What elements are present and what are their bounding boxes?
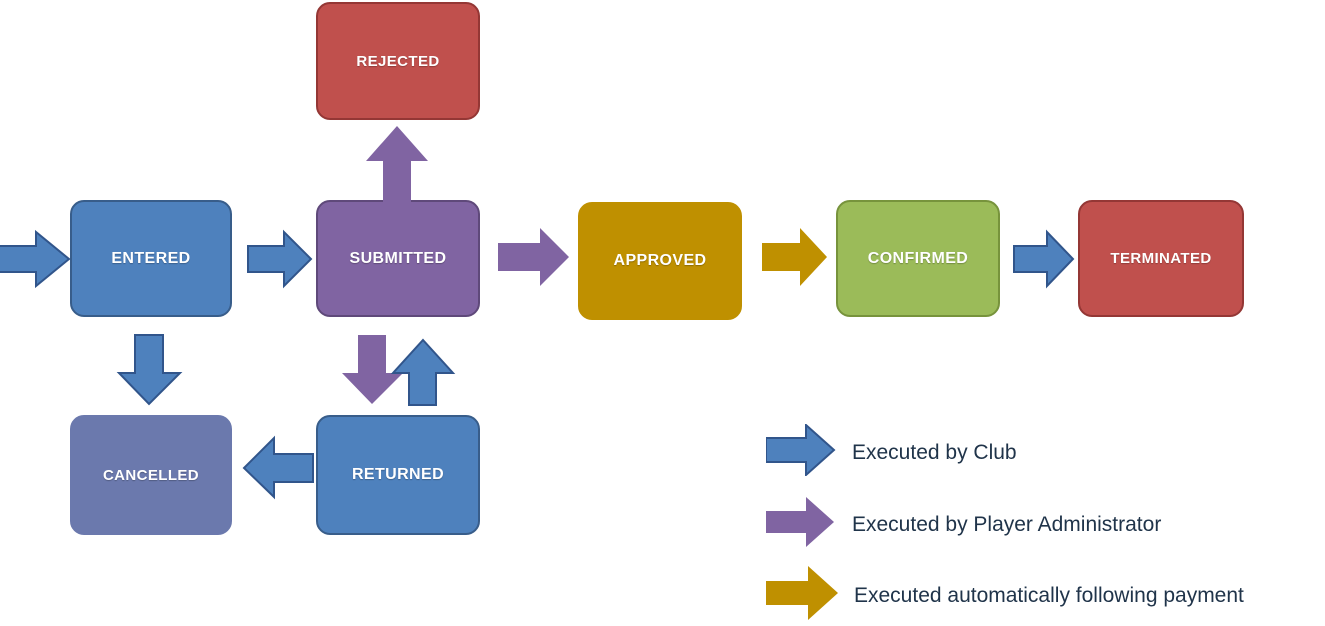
node-entered[interactable]: ENTERED (70, 200, 232, 317)
arrow-right-icon-player-administrator (766, 496, 836, 553)
legend-item-player-administrator: Executed by Player Administrator (766, 496, 1161, 553)
legend-item-club: Executed by Club (765, 422, 1017, 481)
node-terminated[interactable]: TERMINATED (1078, 200, 1244, 317)
arrow-submitted-to-returned (342, 335, 404, 405)
legend-item-automatic: Executed automatically following payment (766, 565, 1244, 626)
node-approved[interactable]: APPROVED (578, 202, 742, 320)
legend-label-player-administrator: Executed by Player Administrator (852, 512, 1162, 536)
node-terminated-label: TERMINATED (1110, 250, 1212, 267)
arrow-entered-to-submitted (247, 229, 313, 289)
node-entered-label: ENTERED (111, 249, 191, 267)
node-rejected-label: REJECTED (356, 52, 440, 70)
arrow-right-icon-club (765, 422, 836, 481)
arrow-right-icon-automatic (766, 565, 840, 626)
node-confirmed[interactable]: CONFIRMED (836, 200, 1000, 317)
arrow-start-to-entered (0, 229, 71, 289)
legend-label-club: Executed by Club (852, 440, 1017, 464)
arrow-submitted-to-rejected (365, 126, 429, 202)
node-returned-label: RETURNED (351, 466, 445, 483)
node-cancelled[interactable]: CANCELLED (70, 415, 232, 535)
node-cancelled-label: CANCELLED (102, 466, 200, 484)
arrow-confirmed-to-terminated (1013, 229, 1075, 289)
node-submitted-label: SUBMITTED (349, 249, 447, 267)
node-rejected[interactable]: REJECTED (316, 2, 480, 120)
arrow-returned-to-cancelled (242, 435, 314, 500)
node-submitted[interactable]: SUBMITTED (316, 200, 480, 317)
node-returned[interactable]: RETURNED (316, 415, 480, 535)
arrow-entered-to-cancelled (116, 334, 183, 406)
arrow-approved-to-confirmed (762, 228, 828, 286)
arrow-returned-to-submitted (390, 338, 456, 406)
node-approved-label: APPROVED (613, 252, 707, 269)
arrow-submitted-to-approved (498, 228, 570, 286)
legend: Executed by Club Executed by Player Admi… (765, 418, 1321, 620)
node-confirmed-label: CONFIRMED (867, 249, 969, 267)
legend-label-automatic: Executed automatically following payment (854, 583, 1244, 607)
